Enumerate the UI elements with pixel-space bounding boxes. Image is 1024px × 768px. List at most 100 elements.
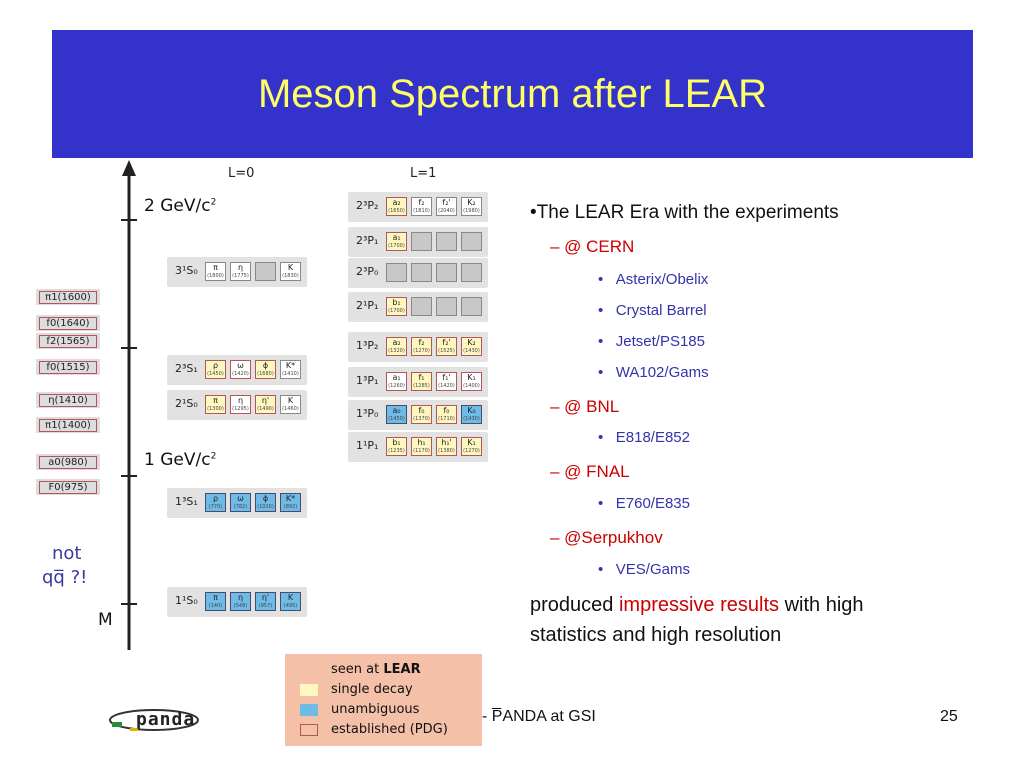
meson-cell: a₂(1650) xyxy=(386,197,407,216)
candidate-eta-1410: η(1410) xyxy=(36,392,100,408)
bullet-item: • Crystal Barrel xyxy=(598,302,707,319)
meson-mass: (1710) xyxy=(438,416,455,422)
footer-title: - P̅ANDA at GSI xyxy=(482,708,596,725)
conclusion-line1: produced impressive results with high xyxy=(530,594,864,616)
meson-mass: (1270) xyxy=(463,448,480,454)
meson-cell: K₁(1400) xyxy=(461,372,482,391)
meson-name: f₀ xyxy=(418,406,425,415)
candidate-f0-1640: f0(1640) xyxy=(36,315,100,331)
meson-name: a₀ xyxy=(392,406,401,415)
legend-unambiguous: unambiguous xyxy=(331,702,420,717)
meson-name: a₂ xyxy=(392,198,401,207)
column-label-L0: L=0 xyxy=(228,166,255,181)
meson-mass: (1430) xyxy=(463,348,480,354)
meson-cell: a₂(1320) xyxy=(386,337,407,356)
meson-name: π xyxy=(213,263,218,272)
bullet-item: • E760/E835 xyxy=(598,495,690,512)
meson-mass: (1260) xyxy=(388,383,405,389)
panda-logo: panda xyxy=(108,708,218,732)
meson-name: f₂ xyxy=(418,338,425,347)
meson-mass: (1650) xyxy=(388,208,405,214)
meson-cell: b₁(1235) xyxy=(386,437,407,456)
meson-cell: f₂'(1525) xyxy=(436,337,457,356)
meson-mass: (1285) xyxy=(413,383,430,389)
meson-name: b₁ xyxy=(392,298,401,307)
not-qq-symbol: qq̅ ?! xyxy=(42,567,88,588)
meson-mass: (140) xyxy=(208,603,223,609)
candidate-f0-1515: f0(1515) xyxy=(36,359,100,375)
meson-mass: (1980) xyxy=(463,208,480,214)
meson-cell: f₁(1285) xyxy=(411,372,432,391)
meson-name: ω xyxy=(237,361,244,370)
meson-cell: K*(892) xyxy=(280,493,301,512)
meson-cell: π(1800) xyxy=(205,262,226,281)
meson-cell: K₂(1430) xyxy=(461,337,482,356)
meson-cell: ϕ(1680) xyxy=(255,360,276,379)
meson-name: K₀ xyxy=(467,406,476,415)
meson-cell: f₂(1810) xyxy=(411,197,432,216)
meson-cell: ρ(1450) xyxy=(205,360,226,379)
meson-name: f₁ xyxy=(418,373,425,382)
meson-cell: f₂(1270) xyxy=(411,337,432,356)
meson-mass: (1775) xyxy=(232,273,249,279)
candidate-pi1-1400: π1(1400) xyxy=(36,417,100,433)
meson-mass: (1800) xyxy=(207,273,224,279)
panel-label: 2³S₁ xyxy=(175,362,198,375)
bullet-cern: – @ CERN xyxy=(550,237,635,256)
meson-mass: (782) xyxy=(233,504,248,510)
meson-cell: π(140) xyxy=(205,592,226,611)
meson-cell: K(495) xyxy=(280,592,301,611)
meson-cell: K(1830) xyxy=(280,262,301,281)
meson-mass: (1525) xyxy=(438,348,455,354)
legend-swatch-single xyxy=(300,684,318,696)
panel-label: 1³P₀ xyxy=(356,407,379,420)
meson-cell xyxy=(411,263,432,282)
conclusion-line2: statistics and high resolution xyxy=(530,624,782,646)
meson-cell xyxy=(461,263,482,282)
meson-mass: (770) xyxy=(208,504,223,510)
meson-mass: (1450) xyxy=(207,371,224,377)
bullet-serpukhov: – @Serpukhov xyxy=(550,528,663,547)
meson-cell: K*(1410) xyxy=(280,360,301,379)
meson-name: K* xyxy=(285,494,296,503)
candidate-a0-980: a0(980) xyxy=(36,454,100,470)
meson-mass: (1020) xyxy=(257,504,274,510)
meson-cell: K₀(1430) xyxy=(461,405,482,424)
meson-cell: K(1460) xyxy=(280,395,301,414)
meson-cell: K₂(1980) xyxy=(461,197,482,216)
meson-mass: (1430) xyxy=(463,416,480,422)
meson-mass: (1420) xyxy=(438,383,455,389)
bullet-bnl: – @ BNL xyxy=(550,397,620,416)
bullet-intro: •The LEAR Era with the experiments xyxy=(530,202,839,223)
meson-name: K xyxy=(287,396,294,405)
meson-cell xyxy=(436,263,457,282)
panel-label: 1³S₁ xyxy=(175,495,198,508)
meson-name: η xyxy=(237,396,244,405)
meson-name: ρ xyxy=(212,494,219,503)
meson-mass: (892) xyxy=(283,504,298,510)
axis-arrow-icon xyxy=(122,160,136,176)
meson-cell: f₁'(1420) xyxy=(436,372,457,391)
legend-title: seen at LEAR xyxy=(331,662,421,677)
meson-name: K₁ xyxy=(467,373,476,382)
candidate-pi1-1600: π1(1600) xyxy=(36,289,100,305)
meson-mass: (1700) xyxy=(388,308,405,314)
legend-swatch-unambiguous xyxy=(300,704,318,716)
meson-name: π xyxy=(213,593,218,602)
meson-name: b₁ xyxy=(392,438,401,447)
meson-name: f₁' xyxy=(442,373,451,382)
meson-name: f₂ xyxy=(418,198,425,207)
panel-label: 2³P₁ xyxy=(356,234,379,247)
slide-title: Meson Spectrum after LEAR xyxy=(257,71,768,116)
meson-mass: (1700) xyxy=(388,243,405,249)
meson-mass: (1235) xyxy=(388,448,405,454)
meson-cell: ϕ(1020) xyxy=(255,493,276,512)
